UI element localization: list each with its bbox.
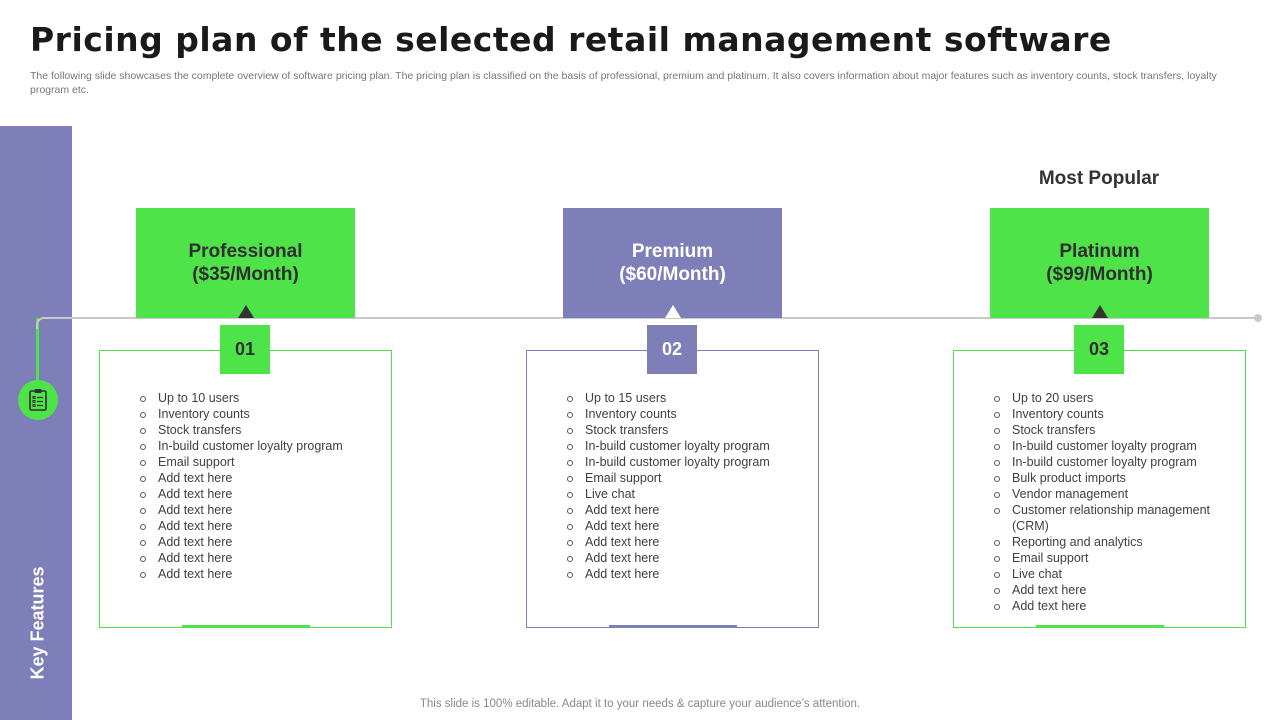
feature-item: Add text here xyxy=(140,518,373,534)
feature-item: Up to 15 users xyxy=(567,390,800,406)
feature-item: Stock transfers xyxy=(567,422,800,438)
timeline-corner xyxy=(36,317,48,329)
feature-item: Up to 20 users xyxy=(994,390,1227,406)
plan-number-badge: 01 xyxy=(220,325,270,374)
feature-item: Add text here xyxy=(994,598,1227,614)
plan-number-badge: 03 xyxy=(1074,325,1124,374)
feature-item: In-build customer loyalty program xyxy=(567,438,800,454)
feature-item: Stock transfers xyxy=(140,422,373,438)
feature-item: Email support xyxy=(140,454,373,470)
feature-item: Email support xyxy=(567,470,800,486)
feature-item: Vendor management xyxy=(994,486,1227,502)
plan-name: Platinum xyxy=(1059,241,1140,262)
plan-number-badge: 02 xyxy=(647,325,697,374)
feature-item: In-build customer loyalty program xyxy=(140,438,373,454)
feature-item: Add text here xyxy=(140,534,373,550)
feature-item: Customer relationship management (CRM) xyxy=(994,502,1227,534)
key-features-sidebar: Key Features xyxy=(0,126,72,720)
accent-bar xyxy=(1036,625,1164,628)
pointer-arrow-icon xyxy=(664,305,681,318)
feature-item: Add text here xyxy=(140,486,373,502)
timeline-end-dot xyxy=(1254,314,1262,322)
feature-item: Add text here xyxy=(140,470,373,486)
clipboard-checklist-icon xyxy=(18,380,58,420)
plan-platinum-header: Platinum ($99/Month) xyxy=(990,208,1209,318)
page-subtitle: The following slide showcases the comple… xyxy=(30,70,1217,96)
plan-price: ($35/Month) xyxy=(192,264,299,285)
footer-note: This slide is 100% editable. Adapt it to… xyxy=(419,698,861,710)
accent-bar xyxy=(609,625,737,628)
feature-item: Up to 10 users xyxy=(140,390,373,406)
feature-item: Add text here xyxy=(140,502,373,518)
feature-item: Stock transfers xyxy=(994,422,1227,438)
timeline-connector xyxy=(36,318,39,382)
feature-item: In-build customer loyalty program xyxy=(994,454,1227,470)
feature-item: Reporting and analytics xyxy=(994,534,1227,550)
page-title: Pricing plan of the selected retail mana… xyxy=(30,20,1112,59)
feature-item: In-build customer loyalty program xyxy=(994,438,1227,454)
plan-professional-header: Professional ($35/Month) xyxy=(136,208,355,318)
pointer-arrow-icon xyxy=(1091,305,1108,318)
feature-item: Bulk product imports xyxy=(994,470,1227,486)
accent-bar xyxy=(182,625,310,628)
feature-item: Inventory counts xyxy=(140,406,373,422)
plan-name: Professional xyxy=(188,241,303,262)
feature-item: Add text here xyxy=(567,550,800,566)
feature-item: Add text here xyxy=(567,502,800,518)
feature-item: Live chat xyxy=(567,486,800,502)
feature-item: Inventory counts xyxy=(567,406,800,422)
pointer-arrow-icon xyxy=(237,305,254,318)
feature-item: Add text here xyxy=(140,566,373,582)
feature-item: In-build customer loyalty program xyxy=(567,454,800,470)
feature-item: Add text here xyxy=(567,534,800,550)
plan-premium-header: Premium ($60/Month) xyxy=(563,208,782,318)
timeline-line xyxy=(44,317,1256,319)
plan-name: Premium xyxy=(631,241,714,262)
plan-price: ($60/Month) xyxy=(619,264,726,285)
feature-item: Add text here xyxy=(567,566,800,582)
sidebar-label: Key Features xyxy=(27,566,48,680)
feature-item: Live chat xyxy=(994,566,1227,582)
feature-item: Add text here xyxy=(140,550,373,566)
feature-item: Add text here xyxy=(567,518,800,534)
feature-item: Inventory counts xyxy=(994,406,1227,422)
plan-price: ($99/Month) xyxy=(1046,264,1153,285)
feature-item: Add text here xyxy=(994,582,1227,598)
most-popular-label: Most Popular xyxy=(1038,168,1160,189)
feature-item: Email support xyxy=(994,550,1227,566)
